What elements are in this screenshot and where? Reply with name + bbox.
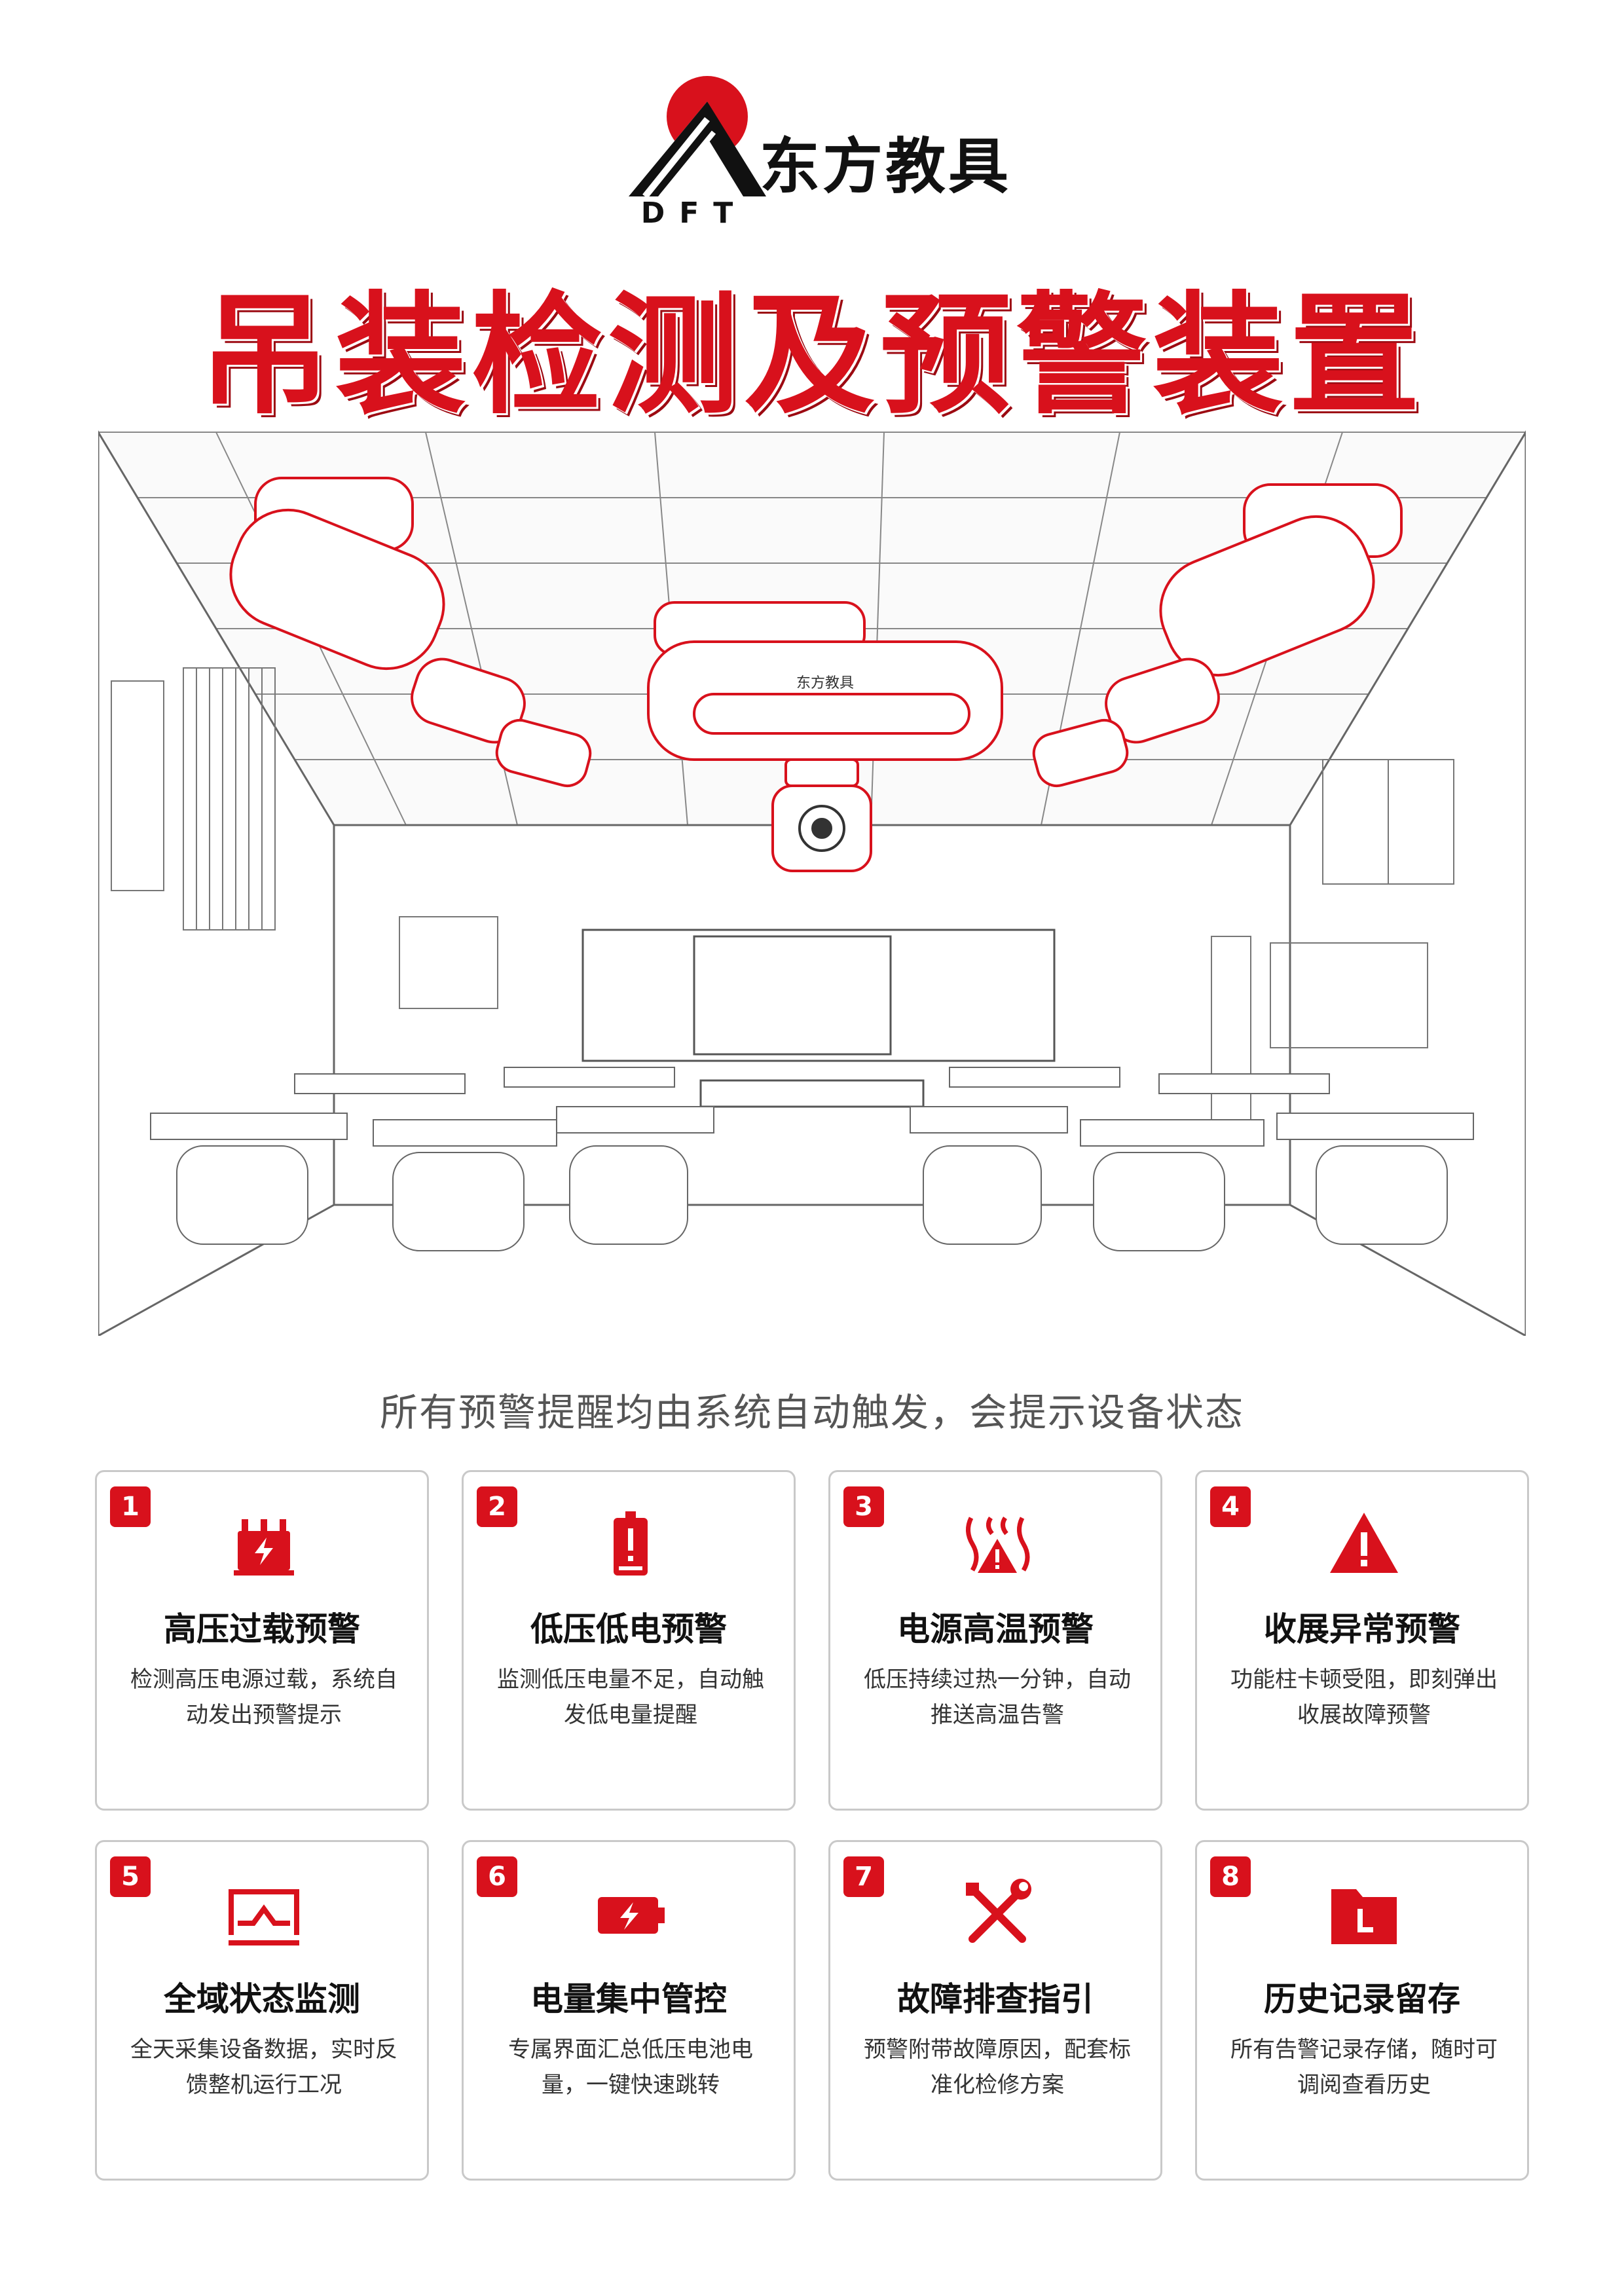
card-number: 1 [110, 1486, 151, 1527]
card-number: 7 [843, 1856, 884, 1897]
classroom-illustration: 东方教具 [98, 430, 1526, 1336]
card-description: 功能柱卡顿受阻，即刻弹出收展故障预警 [1230, 1667, 1498, 1728]
card-number: 8 [1210, 1856, 1251, 1897]
wrench-screwdriver-icon [966, 1879, 1031, 1943]
card-number: 3 [843, 1486, 884, 1527]
card-description: 所有告警记录存储，随时可调阅查看历史 [1230, 2037, 1498, 2098]
card-title: 收展异常预警 [1264, 1610, 1460, 1648]
subtitle: 所有预警提醒均由系统自动触发，会提示设备状态 [379, 1390, 1244, 1435]
card-description: 监测低压电量不足，自动触发低电量提醒 [497, 1667, 764, 1728]
card-deploy-abnormal: 4 收展异常预警 功能柱卡顿受阻，即刻弹出收展故障预警 [1195, 1470, 1529, 1811]
desks-chairs [150, 1067, 1474, 1251]
logo-letters: DFT [641, 196, 748, 226]
card-number: 6 [477, 1856, 517, 1897]
card-title: 高压过载预警 [164, 1610, 360, 1648]
card-description: 预警附带故障原因，配套标准化检修方案 [864, 2037, 1131, 2098]
card-description: 低压持续过热一分钟，自动推送高温告警 [864, 1667, 1131, 1728]
card-title: 历史记录留存 [1264, 1980, 1460, 2018]
folder-history-icon [1331, 1889, 1397, 1944]
brand-name: 东方教具 [760, 132, 1012, 202]
card-history-records: 8 历史记录留存 所有告警记录存储，随时可调阅查看历史 [1195, 1840, 1529, 2181]
page-title: 吊装检测及预警装置 [198, 280, 1425, 432]
header-logo: DFT 东方教具 [0, 65, 1624, 236]
device-label: 东方教具 [796, 675, 854, 691]
left-windows [111, 667, 498, 1009]
high-voltage-transformer-icon [234, 1519, 294, 1576]
card-title: 电源高温预警 [897, 1610, 1094, 1648]
blackboard [581, 929, 1056, 1108]
card-high-voltage: 1 高压过载预警 检测高压电源过载，系统自动发出预警提示 [95, 1470, 429, 1811]
card-battery-control: 6 电量集中管控 专属界面汇总低压电池电量，一键快速跳转 [462, 1840, 796, 2181]
feature-cards: 1 高压过载预警 检测高压电源过载，系统自动发出预警提示 2 低压低电预警 监测… [95, 1470, 1529, 2184]
card-description: 专属界面汇总低压电池电量，一键快速跳转 [508, 2037, 753, 2098]
battery-charge-icon [598, 1897, 665, 1934]
card-low-battery: 2 低压低电预警 监测低压电量不足，自动触发低电量提醒 [462, 1470, 796, 1811]
warning-triangle-icon [1330, 1513, 1398, 1573]
card-title: 电量集中管控 [530, 1980, 727, 2018]
low-battery-alert-icon [614, 1511, 648, 1576]
card-description: 全天采集设备数据，实时反馈整机运行工况 [130, 2037, 397, 2098]
ceiling-device: 东方教具 [229, 477, 1403, 872]
card-number: 5 [110, 1856, 151, 1897]
card-description: 检测高压电源过载，系统自动发出预警提示 [130, 1667, 397, 1728]
card-title: 低压低电预警 [530, 1610, 727, 1648]
card-number: 2 [477, 1486, 517, 1527]
heat-warning-icon [966, 1517, 1030, 1573]
dft-logo-icon: DFT [629, 76, 766, 226]
card-number: 4 [1210, 1486, 1251, 1527]
card-title: 故障排查指引 [897, 1980, 1094, 2018]
card-title: 全域状态监测 [164, 1980, 360, 2018]
card-fault-guide: 7 故障排查指引 预警附带故障原因，配套标准化检修方案 [828, 1840, 1162, 2181]
monitor-wave-icon [229, 1889, 299, 1945]
card-high-temperature: 3 电源高温预警 低压持续过热一分钟，自动推送高温告警 [828, 1470, 1162, 1811]
card-status-monitor: 5 全域状态监测 全天采集设备数据，实时反馈整机运行工况 [95, 1840, 429, 2181]
